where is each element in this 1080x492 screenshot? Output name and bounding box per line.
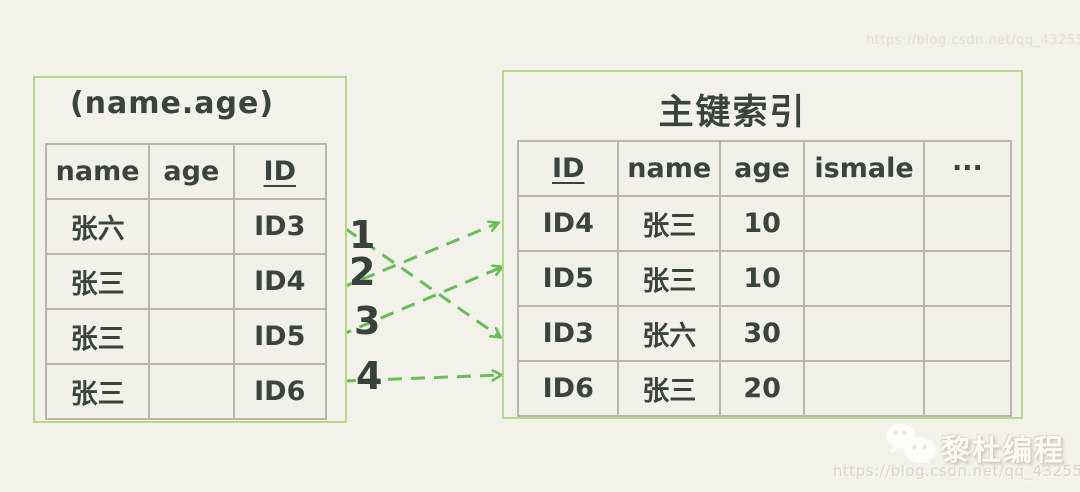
table-cell	[148, 308, 235, 365]
column-header: age	[718, 140, 806, 197]
table-row: 张六 ID3	[44, 198, 328, 255]
table-cell: 30	[718, 305, 806, 362]
table-cell	[148, 253, 235, 310]
secondary-index-title: (name.age)	[69, 86, 275, 121]
table-cell: 张三	[44, 363, 151, 420]
table-cell	[148, 363, 235, 420]
table-cell: 张六	[44, 198, 151, 255]
table-row: 张三 ID5	[44, 308, 328, 365]
sequence-label-4: 4	[356, 354, 383, 398]
table-row: 张三 ID4	[44, 253, 328, 310]
table-cell	[922, 305, 1013, 362]
table-cell	[148, 198, 235, 255]
table-cell	[803, 195, 925, 252]
table-cell: ID5	[232, 308, 328, 365]
table-cell: ID3	[232, 198, 328, 255]
top-url-watermark: https://blog.csdn.net/qq_43255017	[866, 33, 1080, 48]
table-cell: ID4	[516, 195, 620, 252]
sequence-label-2: 2	[349, 250, 376, 294]
table-cell	[922, 195, 1013, 252]
table-cell: ID4	[232, 253, 328, 310]
table-cell	[922, 360, 1013, 417]
column-header: ID	[516, 140, 620, 197]
brand-watermark: 黎杜编程	[941, 433, 1066, 467]
sequence-label-1: 1	[349, 213, 376, 257]
table-cell: ID6	[516, 360, 620, 417]
table-row: 张三 ID6	[44, 363, 328, 420]
table-cell: 张三	[617, 250, 721, 307]
column-header: ismale	[803, 140, 925, 197]
column-header: name	[44, 143, 151, 200]
table-cell: 10	[718, 250, 806, 307]
table-cell: 张三	[617, 195, 721, 252]
column-header: ···	[922, 140, 1013, 197]
table-cell: 张三	[44, 308, 151, 365]
sequence-label-3: 3	[354, 299, 381, 343]
primary-index-title: 主键索引	[658, 93, 807, 133]
column-header: ID	[232, 143, 328, 200]
table-cell	[803, 305, 925, 362]
table-cell: ID3	[516, 305, 620, 362]
table-cell: ID6	[232, 363, 328, 420]
table-cell	[803, 250, 925, 307]
column-header: name	[617, 140, 721, 197]
table-cell: 10	[718, 195, 806, 252]
table-cell	[922, 250, 1013, 307]
bottom-url-watermark: https://blog.csdn.net/qq_43255017	[833, 462, 1080, 480]
table-cell: 20	[718, 360, 806, 417]
table-cell	[803, 360, 925, 417]
table-cell: 张三	[617, 360, 721, 417]
table-cell: ID5	[516, 250, 620, 307]
table-cell: 张六	[617, 305, 721, 362]
table-cell: 张三	[44, 253, 151, 310]
wechat-icon	[886, 423, 936, 464]
column-header: age	[148, 143, 235, 200]
